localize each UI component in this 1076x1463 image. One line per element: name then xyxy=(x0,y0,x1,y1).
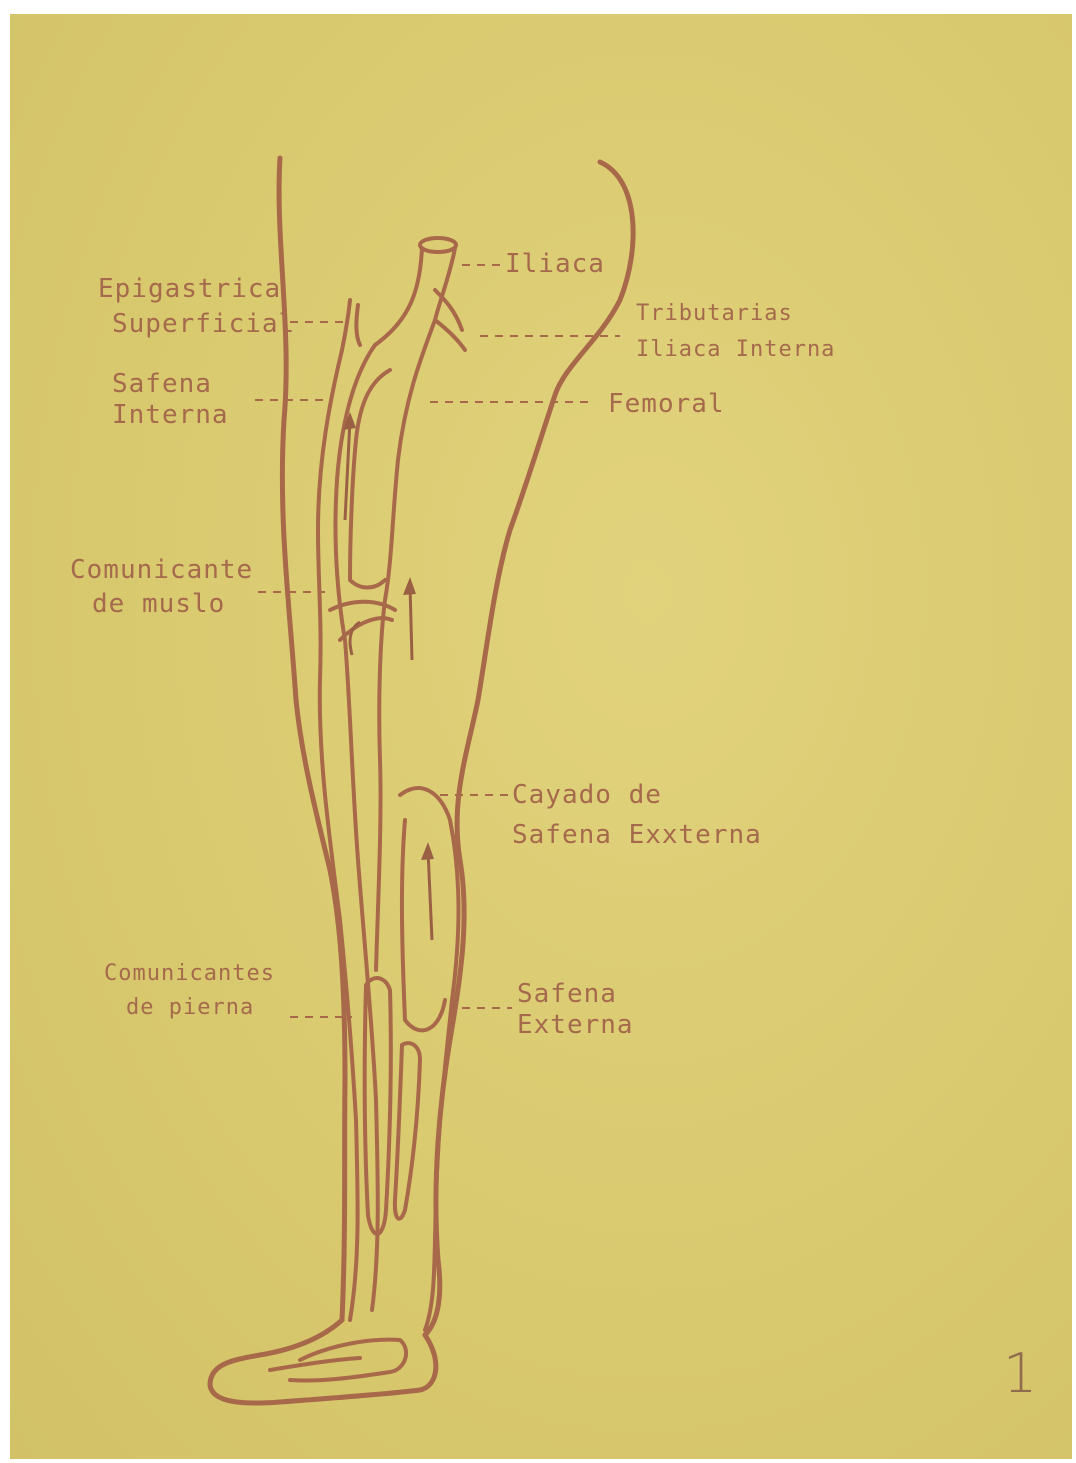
arrowhead-calf xyxy=(421,842,434,860)
label-comunicante-muslo-1: Comunicante xyxy=(70,555,253,585)
iliaca-vein xyxy=(375,248,465,350)
arrow-knee xyxy=(410,585,412,660)
label-comunicantes-pierna-2: de pierna xyxy=(126,995,254,1020)
label-cayado-2: Safena Exxterna xyxy=(512,820,762,850)
label-femoral: Femoral xyxy=(608,389,725,419)
arrow-thigh xyxy=(345,420,350,520)
label-epigastrica: Epigastrica xyxy=(98,274,281,304)
label-iliaca: Iliaca xyxy=(505,249,605,279)
labels: Epigastrica Superficial Safena Interna I… xyxy=(70,249,835,1040)
iliaca-stump xyxy=(420,238,456,252)
safena-externa-inner xyxy=(402,820,445,1030)
arrowhead-knee xyxy=(403,577,416,595)
label-safena-interna-1: Safena xyxy=(112,369,212,399)
label-tributarias-2: Iliaca Interna xyxy=(636,337,835,362)
label-comunicante-muslo-2: de muslo xyxy=(92,589,225,619)
label-safena-externa-2: Externa xyxy=(517,1010,634,1040)
arrow-calf xyxy=(428,850,432,940)
femoral-vein xyxy=(376,320,435,970)
label-cayado-1: Cayado de xyxy=(512,780,662,810)
femoral-vein-inner xyxy=(350,370,390,588)
label-tributarias-1: Tributarias xyxy=(636,301,793,326)
label-comunicantes-pierna-1: Comunicantes xyxy=(104,961,275,986)
label-superficial: Superficial xyxy=(112,309,295,339)
label-safena-externa-1: Safena xyxy=(517,979,617,1009)
page-number: 1 xyxy=(1003,1342,1037,1405)
label-safena-interna-2: Interna xyxy=(112,400,229,430)
vein-network xyxy=(270,238,465,1381)
calf-vein-2 xyxy=(395,1043,420,1219)
